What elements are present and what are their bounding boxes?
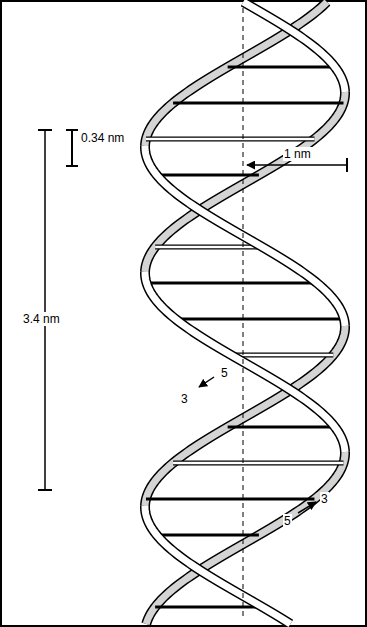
strand-outline <box>145 2 327 146</box>
strand-layer <box>145 2 345 624</box>
strand-direction-arrow <box>298 502 316 513</box>
base-pairs <box>146 31 344 607</box>
dimension-label: 3.4 nm <box>22 312 61 326</box>
rise-dimension-line <box>71 130 73 166</box>
base-pair-fill <box>155 246 262 249</box>
dimension-label: 1 nm <box>283 147 312 161</box>
strand-outline <box>145 146 345 326</box>
base-pair <box>147 282 317 285</box>
strand-outline <box>145 326 345 506</box>
base-pair <box>146 498 314 501</box>
strand-ribbon <box>145 146 345 326</box>
dimension-cap <box>38 129 52 131</box>
base-pair <box>228 66 335 69</box>
strand-layer <box>145 2 345 624</box>
strand-end-label: 5 <box>283 514 292 528</box>
strand-ribbon <box>145 272 345 452</box>
strand-ribbon <box>145 2 327 146</box>
dimension-label: 0.34 nm <box>80 131 125 145</box>
base-pair <box>176 318 344 321</box>
strand-outline <box>145 92 345 272</box>
strand-ribbon <box>145 92 345 272</box>
base-pair <box>157 174 259 177</box>
strand-direction-arrow <box>199 377 214 387</box>
dimension-cap <box>66 165 78 167</box>
double-helix <box>145 2 345 624</box>
dimension-cap <box>66 129 78 131</box>
strand-outline <box>145 506 290 624</box>
dimension-cap <box>38 489 52 491</box>
pitch-dimension-line <box>44 130 46 490</box>
base-pair-fill <box>146 138 314 141</box>
base-pair <box>231 353 333 358</box>
base-pair-fill <box>173 462 343 465</box>
base-pair <box>157 534 259 537</box>
strand-outline <box>243 2 345 92</box>
strand-end-label: 3 <box>320 492 329 506</box>
strand-ribbon <box>145 506 290 624</box>
base-pair <box>173 461 343 466</box>
radius-dimension-line <box>247 164 346 166</box>
base-pair <box>155 606 262 609</box>
base-pair <box>146 137 314 142</box>
dimension-cap <box>346 158 348 172</box>
strand-end-label: 5 <box>220 366 229 380</box>
strand-ribbon <box>243 2 345 92</box>
helix-axis <box>243 8 244 620</box>
strand-ribbon <box>145 326 345 506</box>
strand-end-label: 3 <box>180 392 189 406</box>
base-pair <box>173 102 343 105</box>
strand-outline <box>145 272 345 452</box>
base-pair <box>228 426 335 429</box>
base-pair <box>155 245 262 250</box>
base-pair-fill <box>231 354 333 357</box>
